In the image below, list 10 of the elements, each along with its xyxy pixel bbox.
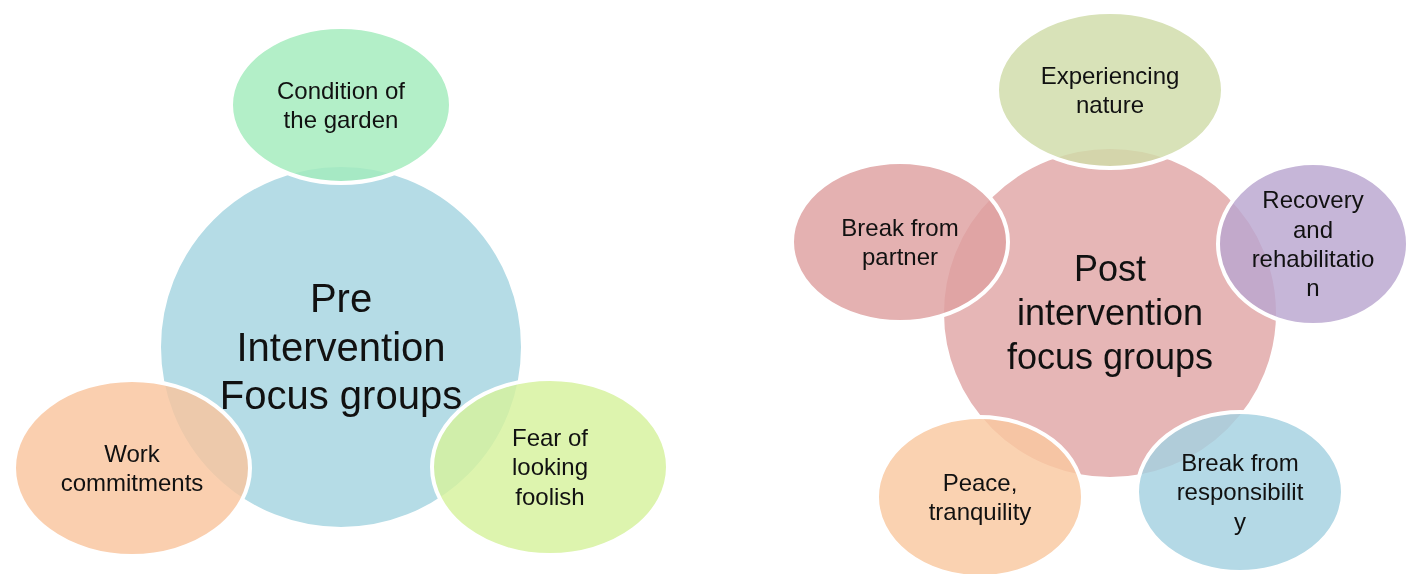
theme-label: Fear of looking foolish bbox=[510, 423, 590, 511]
theme-label: Peace, tranquility bbox=[927, 467, 1033, 527]
theme-label: Break from partner bbox=[840, 212, 960, 272]
theme-label: Experiencing nature bbox=[1039, 60, 1181, 120]
group-title: Post intervention focus groups bbox=[1005, 247, 1215, 379]
theme-label: Recovery and rehabilitation bbox=[1250, 185, 1376, 303]
theme-label: Work commitments bbox=[59, 438, 205, 498]
group-title: Pre Intervention Focus groups bbox=[218, 274, 464, 420]
theme-label: Condition of the garden bbox=[275, 75, 407, 135]
theme-label: Break from responsibility bbox=[1175, 448, 1305, 536]
